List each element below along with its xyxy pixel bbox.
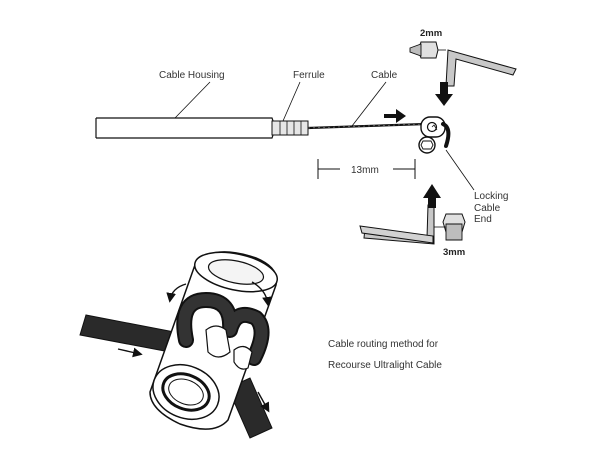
cable-housing <box>95 117 275 139</box>
label-locking-1: Locking <box>474 191 508 202</box>
cable-housing-leader <box>174 81 211 119</box>
ferrule <box>271 120 309 136</box>
caption-line-1: Cable routing method for <box>328 339 439 350</box>
bolt-head-2mm-icon <box>409 41 446 59</box>
label-ferrule: Ferrule <box>293 70 325 81</box>
ferrule-leader <box>282 81 301 122</box>
exit-arrow-icon <box>257 391 270 413</box>
hex-wrench-2mm <box>445 49 517 87</box>
bolt-head-3mm-icon <box>434 213 466 241</box>
rotate-arrow-left-icon <box>166 283 187 303</box>
locking-end-leader <box>445 149 475 191</box>
label-cable: Cable <box>371 70 398 81</box>
hex-wrench-3mm <box>359 204 435 245</box>
locking-cable-end <box>418 116 451 154</box>
direction-arrow-down <box>435 82 453 106</box>
dimension-13mm <box>317 159 416 179</box>
caption-line-2: Recourse Ultralight Cable <box>328 360 442 371</box>
label-3mm: 3mm <box>443 247 465 258</box>
direction-arrow-up <box>423 184 441 208</box>
cable-leader <box>351 81 387 127</box>
label-cable-housing: Cable Housing <box>159 70 225 81</box>
entry-arrow-icon <box>117 347 143 358</box>
label-locking-3: End <box>474 214 492 225</box>
label-2mm: 2mm <box>420 28 442 39</box>
cable <box>307 122 427 130</box>
cable-routing-illustration <box>79 251 279 439</box>
label-13mm: 13mm <box>351 165 379 176</box>
label-locking-2: Cable <box>474 203 501 214</box>
direction-arrow-right <box>384 109 406 123</box>
rotate-arrow-right-icon <box>251 281 272 307</box>
